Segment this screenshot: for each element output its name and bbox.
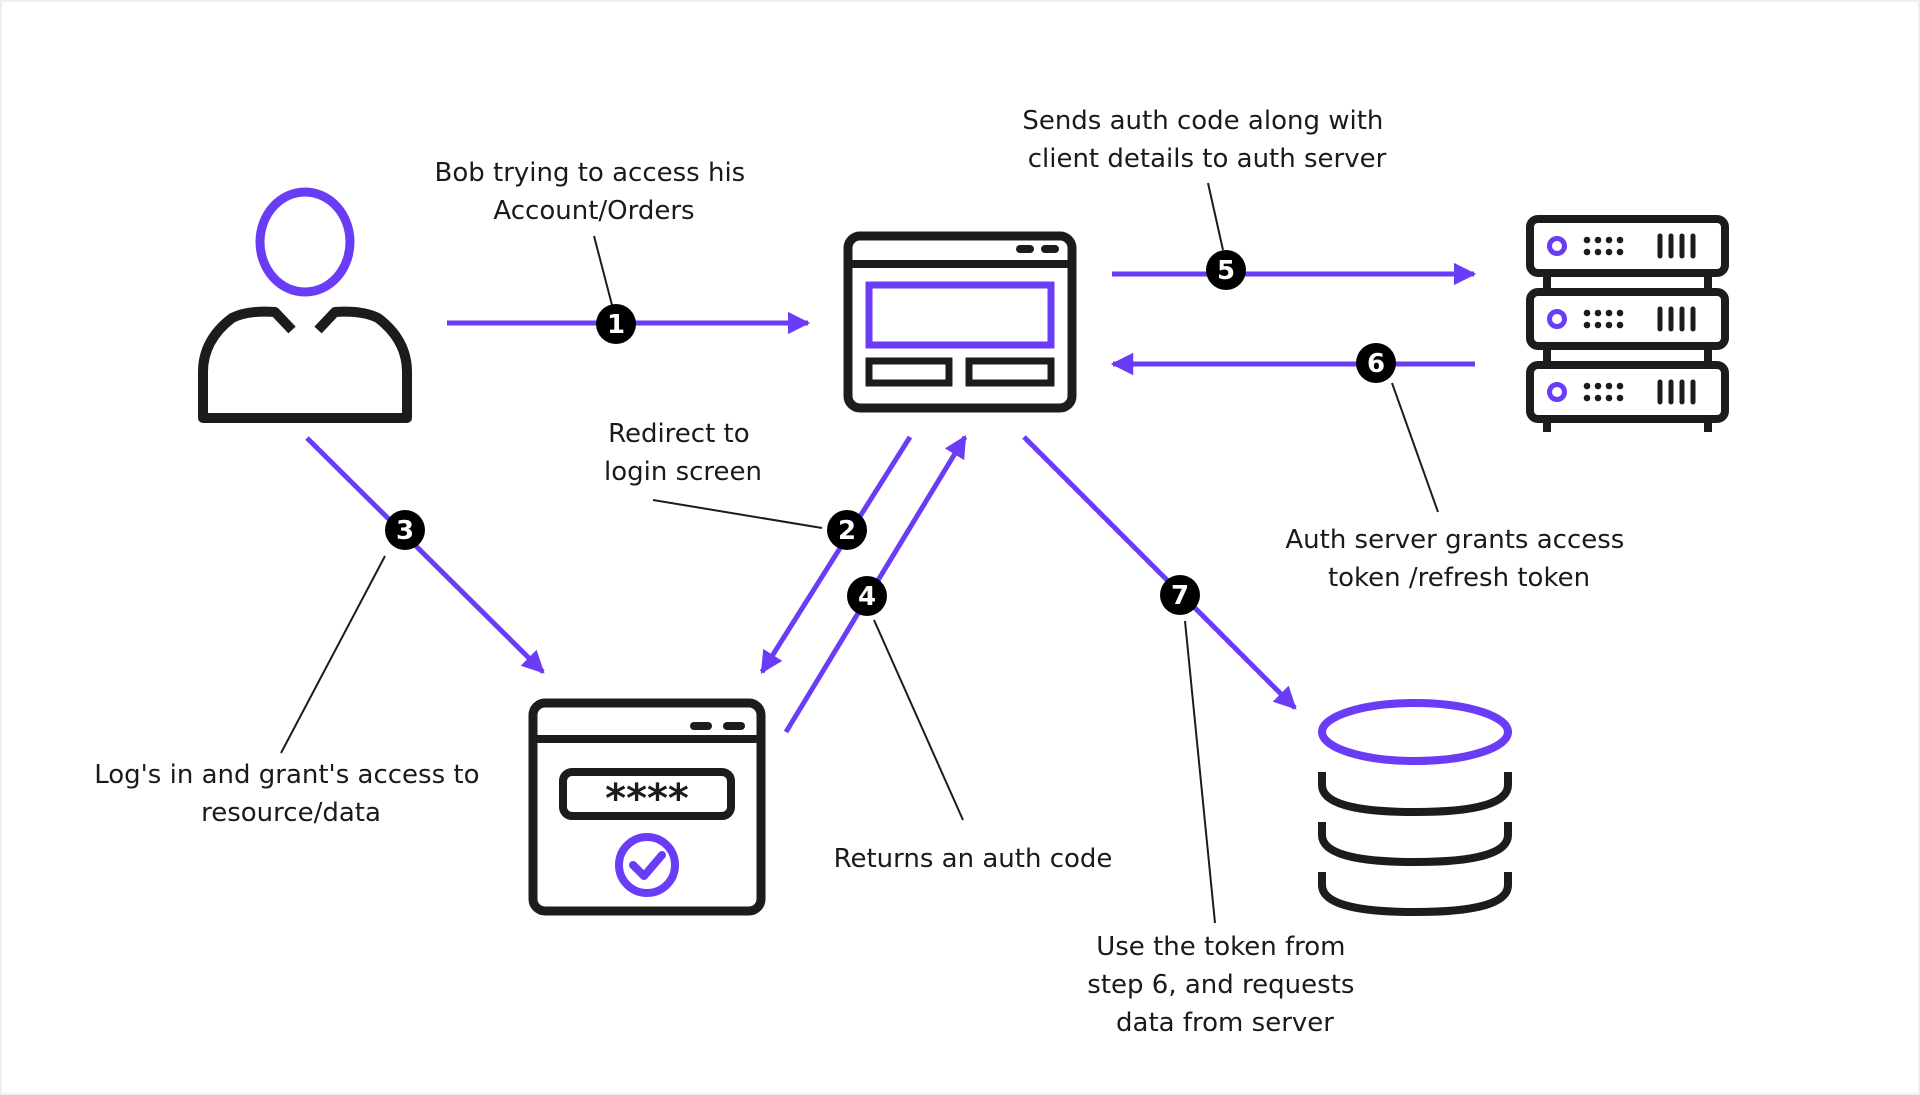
step-number: 7 bbox=[1171, 581, 1189, 611]
step-1-label: Bob trying to access his Account/Orders bbox=[434, 158, 753, 226]
step-number: 3 bbox=[396, 516, 414, 546]
step-badge-2: 2 bbox=[827, 510, 867, 550]
step-number: 4 bbox=[858, 582, 876, 612]
leader-step-3 bbox=[280, 555, 386, 754]
arrow-step-2 bbox=[759, 435, 913, 674]
step-badge-5: 5 bbox=[1206, 250, 1246, 290]
step-badge-4: 4 bbox=[847, 576, 887, 616]
login-screen-icon: **** bbox=[528, 698, 766, 916]
leader-step-6 bbox=[1391, 382, 1439, 513]
step-badge-1: 1 bbox=[596, 304, 636, 344]
server-rack-icon bbox=[1526, 215, 1729, 432]
browser-window-icon bbox=[843, 231, 1077, 413]
step-5-label: Sends auth code along with client detail… bbox=[1022, 106, 1391, 174]
step-4-label: Returns an auth code bbox=[834, 844, 1113, 874]
step-number: 2 bbox=[838, 516, 856, 546]
leader-step-2 bbox=[652, 499, 823, 529]
step-7-label: Use the token from step 6, and requests … bbox=[1087, 932, 1362, 1038]
step-badge-6: 6 bbox=[1356, 343, 1396, 383]
step-number: 5 bbox=[1217, 256, 1235, 286]
leader-step-4 bbox=[873, 619, 964, 821]
step-number: 6 bbox=[1367, 349, 1385, 379]
user-icon bbox=[198, 187, 412, 423]
step-badge-3: 3 bbox=[385, 510, 425, 550]
arrow-step-3 bbox=[305, 436, 545, 674]
database-icon bbox=[1318, 699, 1512, 917]
step-2-label: Redirect to login screen bbox=[604, 419, 762, 487]
arrow-step-7 bbox=[1022, 435, 1297, 710]
step-3-label: Log's in and grant's access to resource/… bbox=[94, 760, 488, 828]
leader-step-5 bbox=[1207, 182, 1224, 251]
leader-step-7 bbox=[1184, 620, 1216, 924]
step-badge-7: 7 bbox=[1160, 575, 1200, 615]
step-6-label: Auth server grants access token /refresh… bbox=[1285, 525, 1632, 593]
password-mask: **** bbox=[605, 776, 689, 822]
step-number: 1 bbox=[607, 310, 625, 340]
leader-step-1 bbox=[593, 235, 613, 306]
